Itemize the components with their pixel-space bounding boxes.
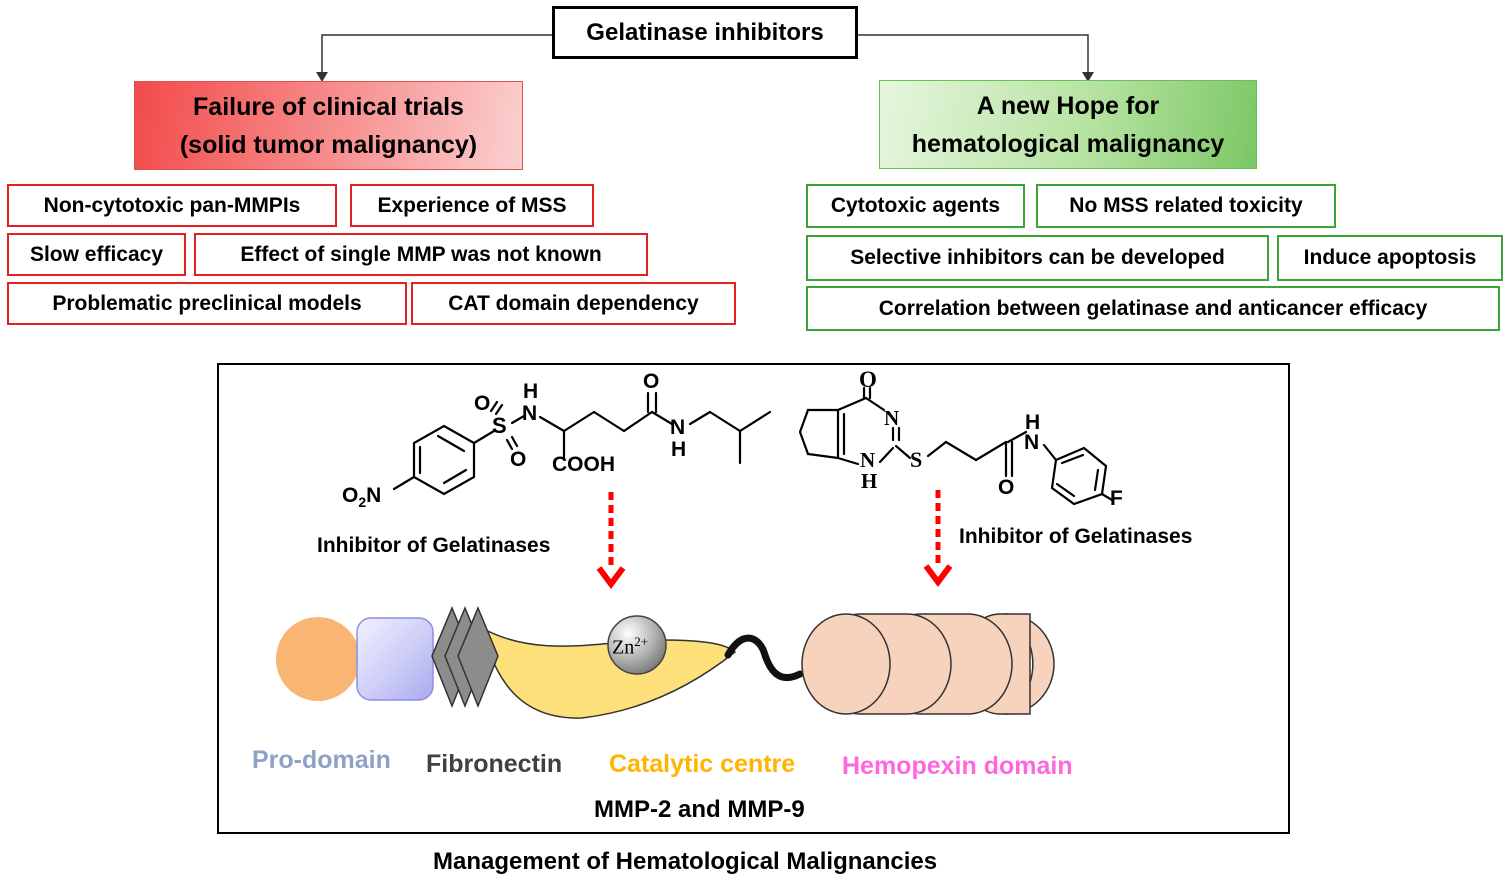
mol2-atom-f: F (1110, 487, 1123, 510)
left-header-line2: (solid tumor malignancy) (179, 130, 478, 159)
mol1-atom-o2: O (510, 448, 527, 471)
mol2-atom-h-amide: H (1025, 411, 1041, 434)
footer-caption: Management of Hematological Malignancies (433, 848, 938, 875)
mol2-atom-h-n2: H (861, 469, 878, 493)
zinc-sphere (607, 615, 667, 675)
label-pro-domain: Pro-domain (252, 746, 391, 774)
mol2-atom-n1: N (884, 406, 900, 430)
label-hemopexin: Hemopexin domain (842, 752, 1073, 780)
right-item-1: Cytotoxic agents (806, 184, 1025, 228)
title-box: Gelatinase inhibitors (552, 6, 858, 59)
right-item-2: No MSS related toxicity (1036, 184, 1336, 228)
mol2-atom-s: S (910, 447, 923, 472)
label-fibronectin: Fibronectin (426, 750, 563, 778)
mol2-caption: Inhibitor of Gelatinases (959, 525, 1193, 548)
left-item-6: CAT domain dependency (411, 282, 736, 325)
label-catalytic: Catalytic centre (609, 750, 796, 778)
right-header: A new Hope for hematological malignancy (879, 80, 1257, 169)
left-header-line1: Failure of clinical trials (193, 92, 464, 121)
mol1-atom-h-amide: H (671, 438, 687, 461)
right-item-4: Induce apoptosis (1277, 235, 1503, 281)
hemopexin-blade-1 (801, 613, 891, 715)
left-header: Failure of clinical trials (solid tumor … (134, 81, 523, 170)
left-item-2: Experience of MSS (350, 184, 594, 227)
fibronectin-shape-3 (457, 606, 499, 709)
hinge-linker (724, 634, 804, 682)
right-header-line2: hematological malignancy (911, 129, 1225, 158)
title-connectors (316, 34, 1094, 82)
mol1-atom-cooh: COOH (552, 453, 615, 476)
right-item-3: Selective inhibitors can be developed (806, 235, 1269, 281)
zinc-label: Zn2+ (612, 634, 649, 659)
mol1-atom-n-top: N (522, 402, 538, 425)
mol1-atom-o1: O (474, 392, 491, 415)
mol2-atom-n-amide: N (1024, 431, 1040, 454)
mol1-atom-n-amide: N (670, 416, 686, 439)
mol1-nitro: O2N (342, 484, 382, 511)
mol2-atom-n2: N (860, 448, 876, 472)
left-item-3: Slow efficacy (7, 233, 186, 276)
mol2-atom-o-carbonyl: O (998, 476, 1015, 499)
right-header-line1: A new Hope for (976, 91, 1160, 120)
mol2-atom-o-top: O (859, 367, 877, 392)
mmp-panel (217, 363, 1290, 834)
mol1-caption: Inhibitor of Gelatinases (317, 534, 551, 557)
left-item-4: Effect of single MMP was not known (194, 233, 648, 276)
right-item-5: Correlation between gelatinase and antic… (806, 286, 1500, 331)
mol1-atom-s: S (492, 413, 507, 438)
left-item-1: Non-cytotoxic pan-MMPIs (7, 184, 337, 227)
propeptide-square-shape (356, 617, 434, 701)
left-item-5: Problematic preclinical models (7, 282, 407, 325)
mol1-atom-h-top: H (523, 380, 539, 403)
title: Gelatinase inhibitors (586, 18, 824, 46)
mol1-atom-o-carbonyl: O (643, 370, 660, 393)
pro-domain-shape (276, 617, 360, 701)
enzyme-label: MMP-2 and MMP-9 (594, 796, 805, 823)
